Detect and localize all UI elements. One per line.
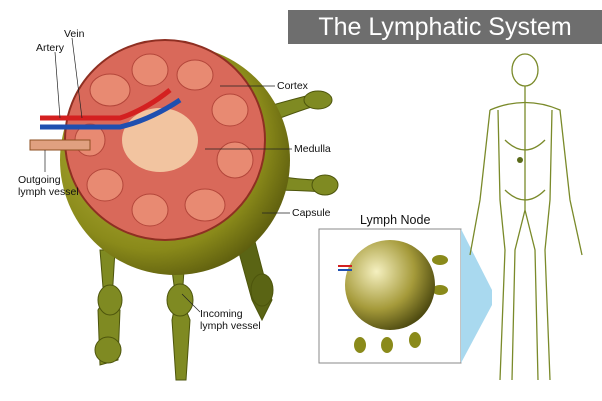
lymphatic-system-body: [469, 53, 583, 381]
vein: [40, 97, 182, 130]
medulla: [122, 108, 198, 172]
label-outgoing-lymph-vessel: Outgoing lymph vessel: [18, 174, 79, 198]
label-outgoing-line2: lymph vessel: [18, 186, 79, 198]
label-medulla: Medulla: [294, 143, 331, 155]
label-incoming-line1: Incoming: [200, 308, 243, 320]
label-incoming-line2: lymph vessel: [200, 320, 261, 332]
inset-highlight: [461, 229, 492, 363]
label-cortex: Cortex: [277, 80, 308, 92]
page-title: The Lymphatic System: [288, 10, 602, 44]
label-capsule: Capsule: [292, 207, 331, 219]
inset-title: Lymph Node: [360, 213, 431, 227]
label-vein: Vein: [64, 28, 85, 40]
artery: [40, 88, 172, 121]
cortical-nodules: [74, 53, 254, 227]
label-outgoing-line1: Outgoing: [18, 174, 61, 186]
label-artery: Artery: [36, 42, 65, 54]
outgoing-lymph-vessel: [29, 139, 91, 151]
label-incoming-lymph-vessel: Incoming lymph vessel: [200, 308, 261, 332]
